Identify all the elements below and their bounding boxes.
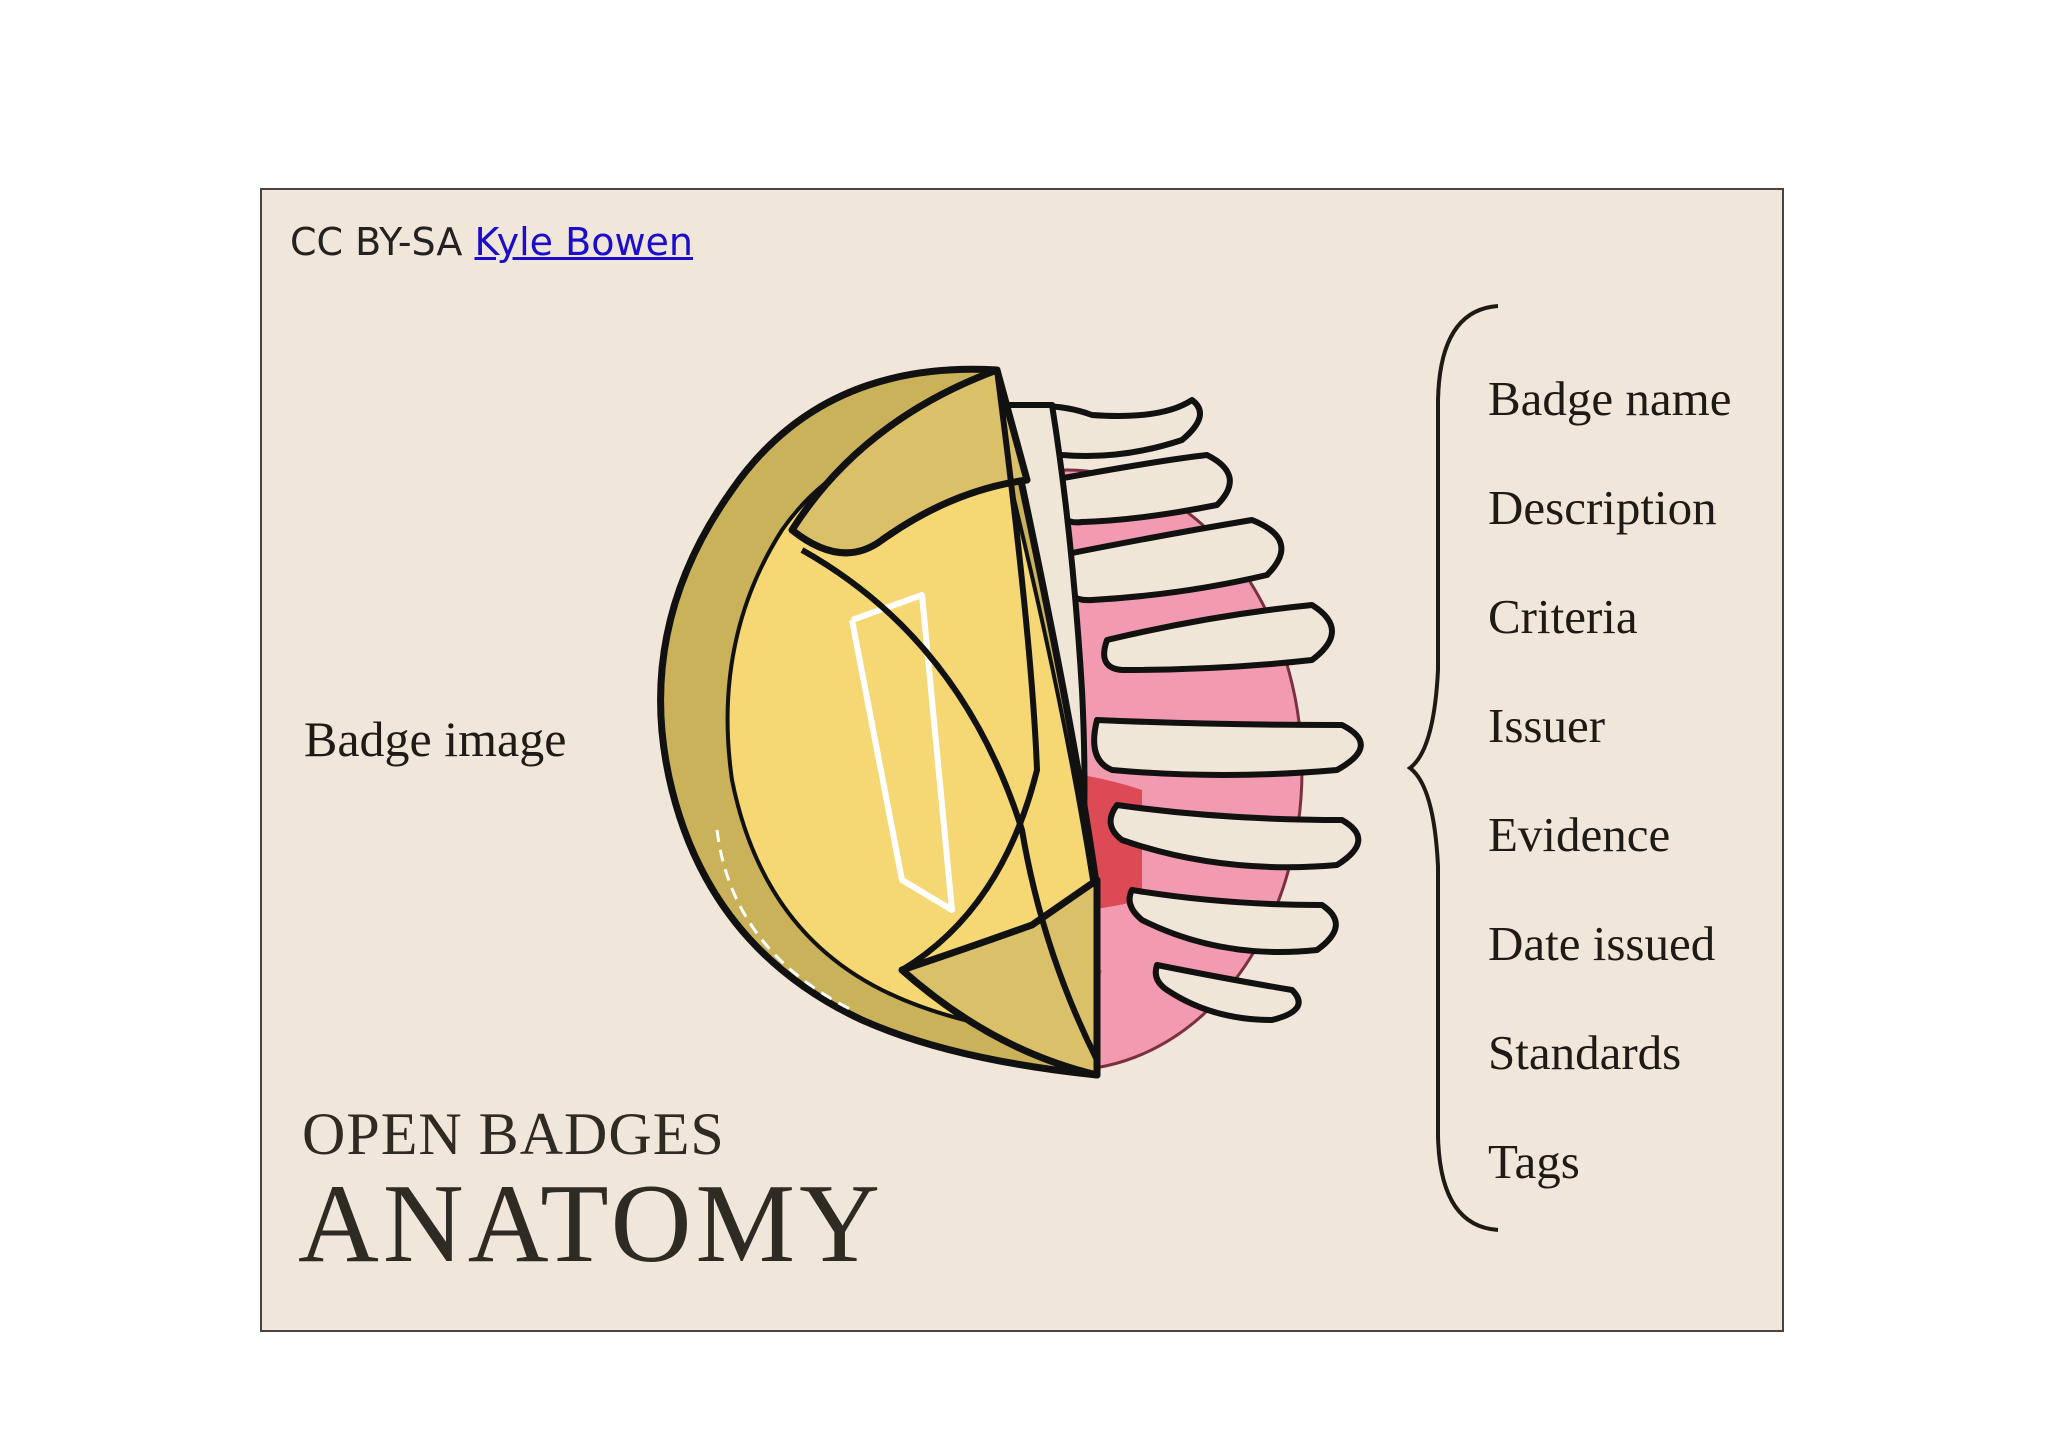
part-badge-name: Badge name xyxy=(1488,371,1732,426)
badge-image-label: Badge image xyxy=(304,711,567,767)
part-evidence: Evidence xyxy=(1488,807,1671,862)
anatomy-card: CC BY-SA Kyle Bowen xyxy=(260,188,1784,1332)
title-line-1: OPEN BADGES xyxy=(302,1101,725,1167)
part-criteria: Criteria xyxy=(1488,589,1638,644)
part-standards: Standards xyxy=(1488,1025,1682,1080)
brace xyxy=(1406,304,1499,1232)
author-link[interactable]: Kyle Bowen xyxy=(474,220,693,264)
license-text: CC BY-SA xyxy=(290,220,463,264)
parts-list: Badge name Description Criteria Issuer E… xyxy=(1488,344,1732,1216)
part-description: Description xyxy=(1488,480,1717,535)
part-date-issued: Date issued xyxy=(1488,916,1716,971)
part-issuer: Issuer xyxy=(1488,698,1606,753)
badge-shell xyxy=(657,365,1101,1079)
credit-line: CC BY-SA Kyle Bowen xyxy=(290,220,693,264)
title-line-2: ANATOMY xyxy=(298,1162,884,1286)
badge-illustration xyxy=(657,304,1499,1232)
part-tags: Tags xyxy=(1488,1134,1580,1189)
